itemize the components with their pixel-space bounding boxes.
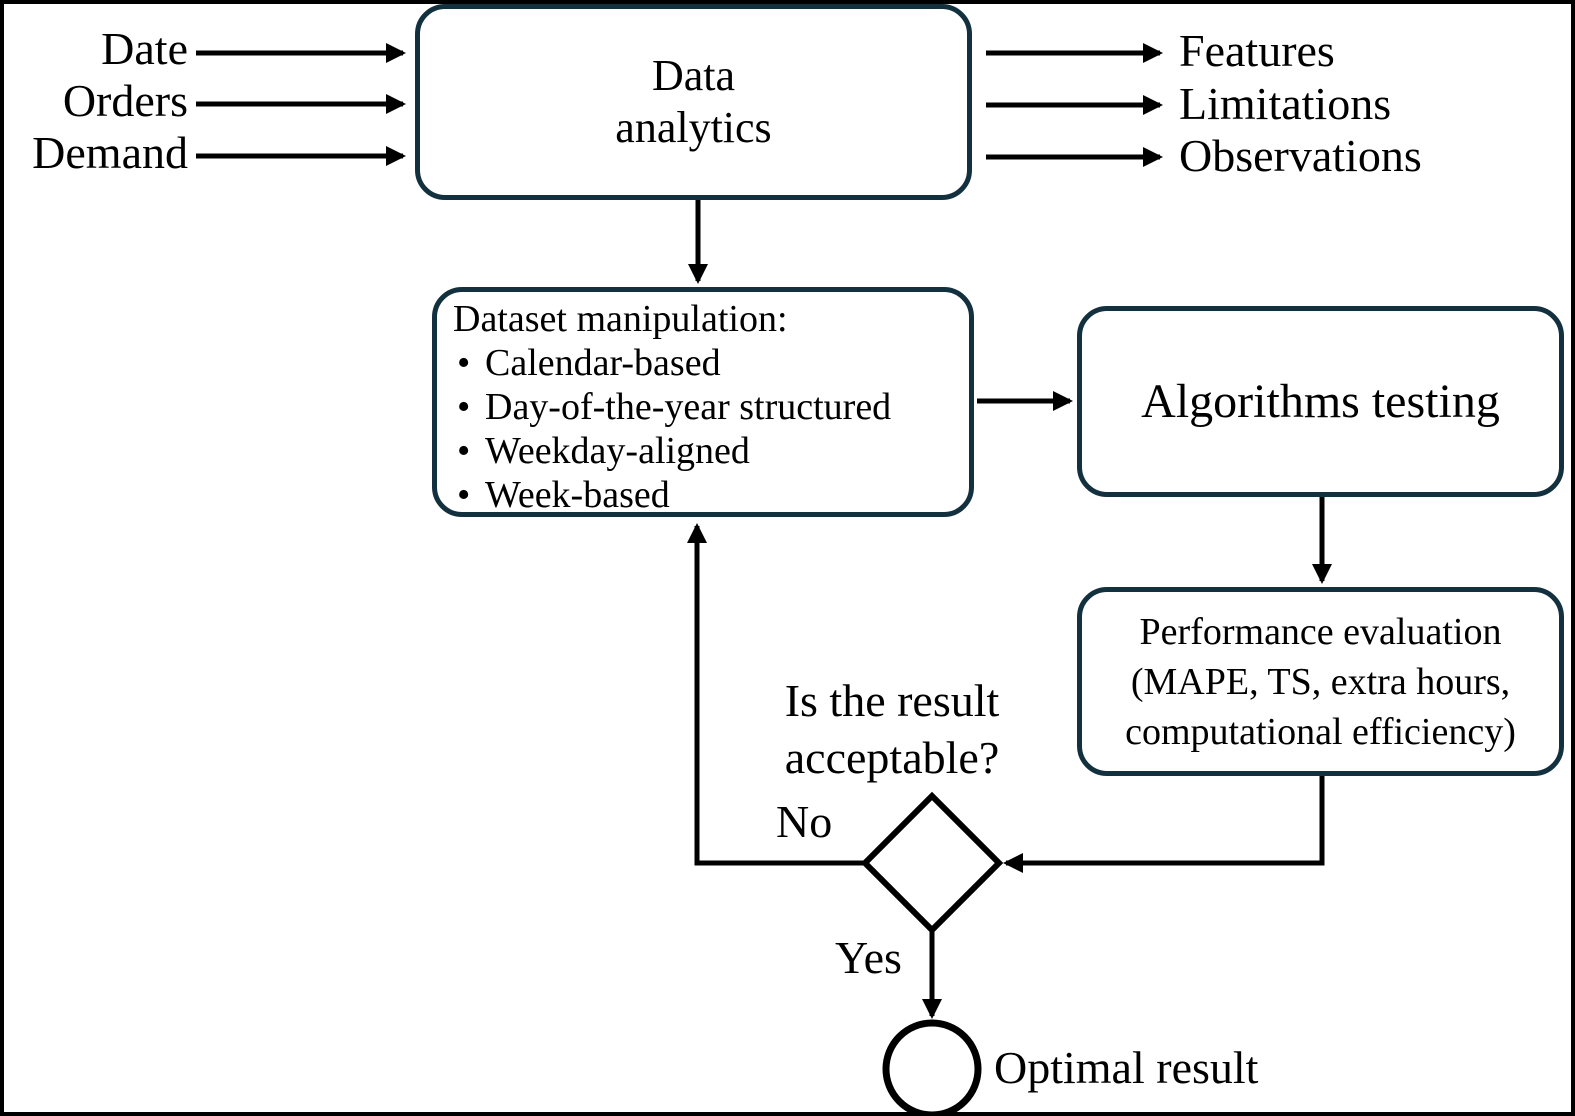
bullet-icon: • [457,386,471,428]
decision-no-label: No [776,796,833,847]
data-analytics-label: Data analytics [615,51,772,152]
decision-diamond [860,791,1004,935]
output-label-observations: Observations [1179,130,1422,181]
dataset-item-label: Calendar-based [485,342,721,384]
input-label-orders: Orders [62,75,188,126]
bullet-icon: • [457,474,471,516]
input-label-demand: Demand [32,127,188,178]
optimal-result-label: Optimal result [994,1042,1259,1093]
dataset-item: • Day-of-the-year structured [453,385,961,429]
data-analytics-node: Data analytics [415,4,972,200]
performance-evaluation-label: Performance evaluation (MAPE, TS, extra … [1125,610,1516,753]
algorithms-testing-label: Algorithms testing [1141,375,1500,428]
bullet-icon: • [457,430,471,472]
dataset-manipulation-title: Dataset manipulation: [453,298,788,340]
dataset-item-label: Week-based [485,474,670,516]
dataset-manipulation-node: Dataset manipulation: • Calendar-based •… [432,287,974,517]
input-label-date: Date [101,23,188,74]
output-label-features: Features [1179,25,1335,76]
algorithms-testing-node: Algorithms testing [1077,306,1564,497]
dataset-item: • Calendar-based [453,341,961,385]
dataset-item-label: Weekday-aligned [485,430,750,472]
dataset-item: • Weekday-aligned [453,429,961,473]
arrow-decision-no-loop [687,523,865,866]
performance-evaluation-node: Performance evaluation (MAPE, TS, extra … [1077,587,1564,776]
dataset-item-label: Day-of-the-year structured [485,386,892,428]
output-label-limitations: Limitations [1179,78,1392,129]
bullet-icon: • [457,342,471,384]
decision-yes-label: Yes [835,932,902,983]
dataset-item: • Week-based [453,473,961,517]
optimal-result-circle [882,1019,982,1112]
arrow-performance-to-decision [1003,776,1325,873]
decision-question: Is the result acceptable? [784,675,1000,783]
connector-layer [196,43,1332,1112]
